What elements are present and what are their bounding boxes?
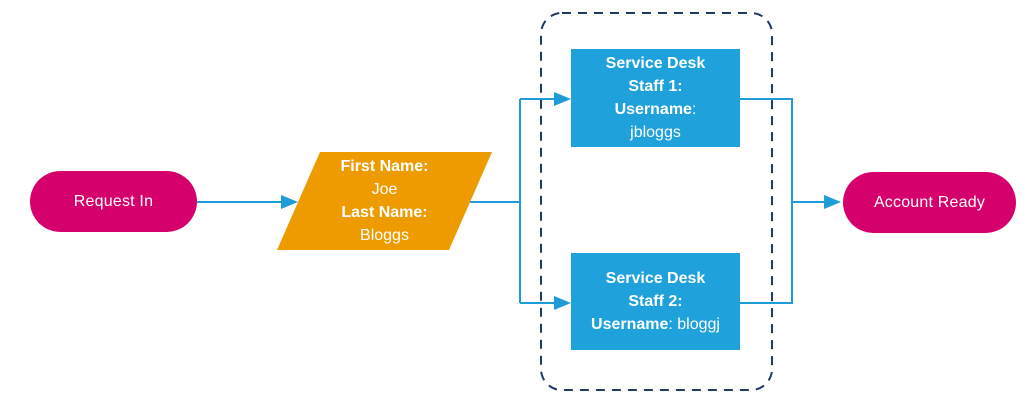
staff2-title-line2: Staff 2: xyxy=(628,293,683,310)
node-name-form: First Name: Joe Last Name: Bloggs xyxy=(277,152,492,250)
connector-form-split xyxy=(470,98,554,304)
staff2-username-separator: : xyxy=(668,316,678,333)
arrowhead-into-form xyxy=(281,195,298,209)
request-in-label: Request In xyxy=(73,193,154,210)
staff1-username-label: Username xyxy=(614,101,692,118)
first-name-label: First Name: xyxy=(340,158,429,175)
first-name-value: Joe xyxy=(371,181,398,198)
arrowhead-into-account-ready xyxy=(824,195,841,209)
node-account-ready: Account Ready xyxy=(843,172,1016,233)
staff1-username-value: jbloggs xyxy=(630,124,681,141)
staff2-username-line: Username: bloggj xyxy=(591,313,720,336)
staff2-username-label: Username xyxy=(591,316,669,333)
staff1-title-line1: Service Desk xyxy=(605,55,706,72)
staff2-username-value: bloggj xyxy=(677,316,720,333)
staff-group-container-border xyxy=(540,12,773,391)
staff1-username-line: Username: xyxy=(615,98,697,121)
last-name-value: Bloggs xyxy=(360,227,409,244)
node-staff-2: Service Desk Staff 2: Username: bloggj xyxy=(571,253,740,350)
node-staff-1: Service Desk Staff 1: Username: jbloggs xyxy=(571,49,740,147)
staff2-title-line1: Service Desk xyxy=(605,270,706,287)
connector-merge-to-account xyxy=(740,98,824,304)
arrowhead-into-staff1 xyxy=(554,92,571,106)
last-name-label: Last Name: xyxy=(341,204,428,221)
account-ready-label: Account Ready xyxy=(873,194,986,211)
staff1-username-separator: : xyxy=(691,101,697,118)
arrowhead-into-staff2 xyxy=(554,296,571,310)
staff1-title-line2: Staff 1: xyxy=(628,78,683,95)
node-request-in: Request In xyxy=(30,171,197,232)
